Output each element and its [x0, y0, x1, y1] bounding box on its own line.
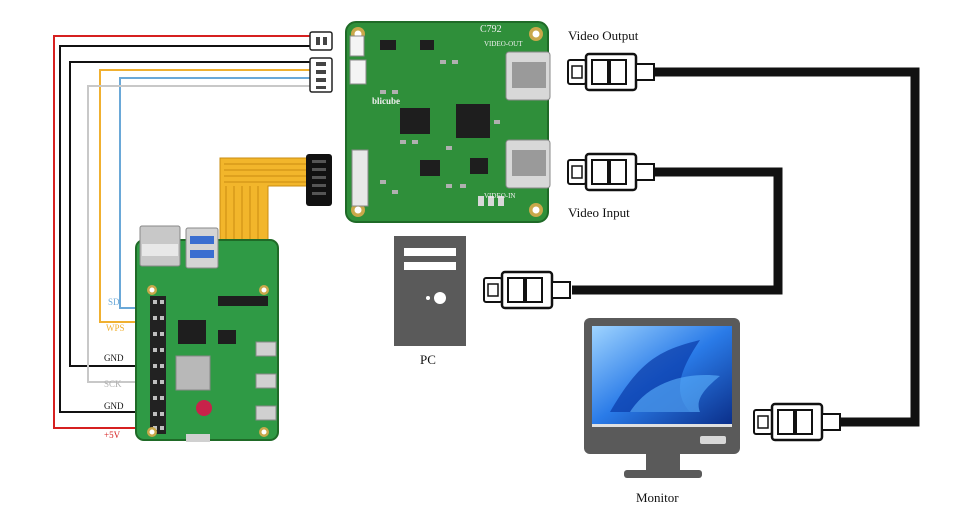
i2s-connector: [309, 57, 333, 93]
board-video-out-text: VIDEO-OUT: [484, 40, 523, 48]
board-model-text: C792: [480, 24, 502, 35]
wire-label-gnd-1: GND: [104, 353, 124, 363]
board-logo-text: blicube: [372, 96, 401, 106]
wire-bundle: [53, 35, 310, 429]
hdmi-cable-input: [572, 167, 783, 295]
hdmi-plug-pc: [482, 270, 572, 310]
pc-tower-icon: [394, 236, 466, 346]
hdmi-plug-video-output: [566, 52, 656, 92]
video-output-label: Video Output: [568, 28, 639, 43]
c792-board: [345, 21, 551, 223]
pc-label: PC: [420, 352, 436, 367]
monitor-icon: [584, 318, 740, 478]
wire-label-gnd-2: GND: [104, 401, 124, 411]
wire-label-sck: SCK: [104, 379, 122, 389]
power-connector: [309, 31, 333, 51]
video-input-label: Video Input: [568, 205, 630, 220]
wire-label-5v: +5V: [104, 430, 121, 440]
wire-label-wps: WPS: [106, 323, 125, 333]
wire-label-sd: SD: [108, 297, 120, 307]
hdmi-plug-monitor: [752, 402, 842, 442]
hdmi-cable-output: [654, 67, 920, 427]
raspberry-pi-board: [135, 225, 279, 442]
hdmi-plug-video-input: [566, 152, 656, 192]
board-video-in-text: VIDEO-IN: [484, 192, 516, 200]
monitor-label: Monitor: [636, 490, 679, 505]
